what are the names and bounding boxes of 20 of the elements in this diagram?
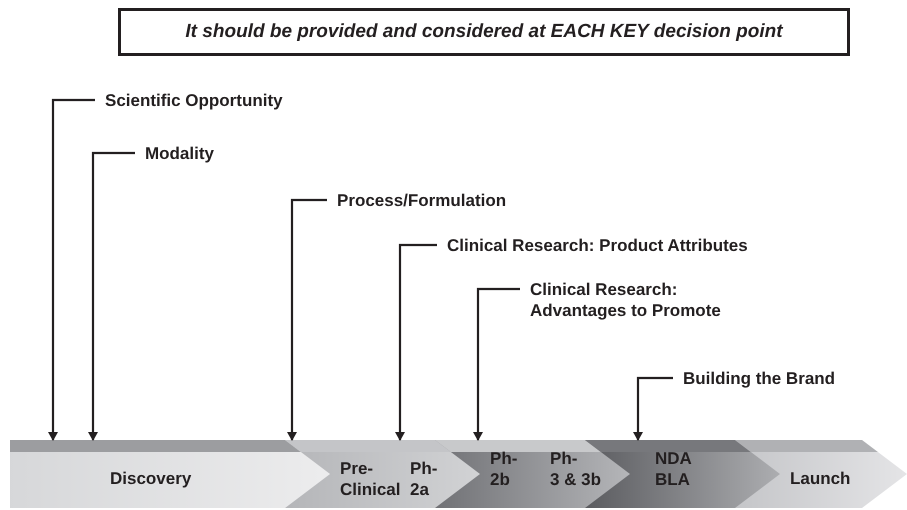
milestone-label: Modality: [135, 143, 214, 164]
milestone-label: Clinical Research: Product Attributes: [437, 235, 748, 256]
title-box: It should be provided and considered at EACH KEY decision point: [118, 8, 850, 56]
milestone-label: Process/Formulation: [327, 190, 506, 211]
milestone-label: Scientific Opportunity: [95, 90, 283, 111]
leader-arrow: [633, 376, 673, 441]
stage-label: Ph- 3 & 3b: [550, 448, 602, 490]
milestone-label: Clinical Research: Advantages to Promote: [520, 279, 740, 321]
leader-arrow: [287, 198, 327, 441]
stage-label: Ph- 2a: [410, 458, 438, 500]
stage-label: Ph- 2b: [490, 448, 518, 490]
stage-label: Launch: [790, 468, 850, 489]
stage-label: NDA BLA: [655, 448, 692, 490]
stage-label: Pre- Clinical: [340, 458, 400, 500]
stage-label: Discovery: [110, 468, 192, 489]
leader-arrow: [48, 98, 95, 441]
milestone-label: Building the Brand: [673, 368, 836, 389]
leader-arrow: [395, 244, 437, 441]
leader-arrow: [473, 288, 520, 441]
leader-arrow: [88, 152, 135, 441]
